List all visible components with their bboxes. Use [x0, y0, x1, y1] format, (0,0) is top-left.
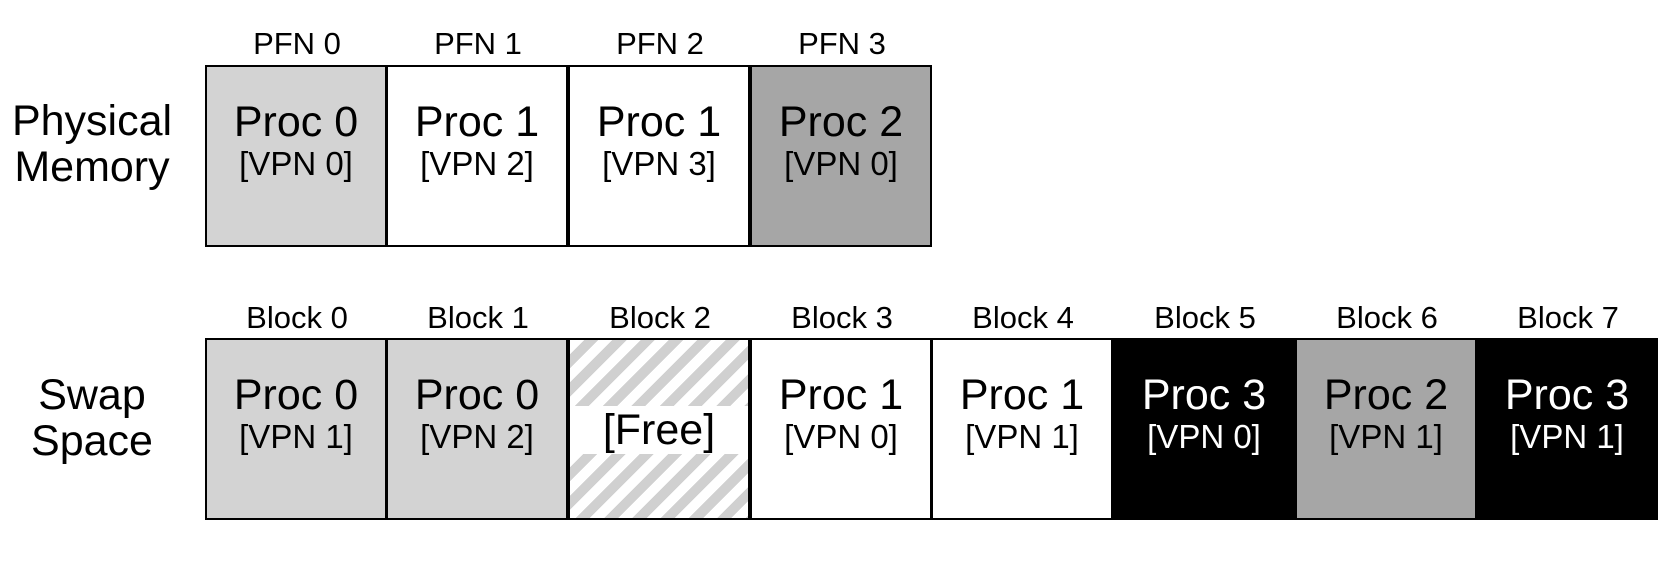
- swap-block: Proc 1 [VPN 1]: [931, 338, 1113, 520]
- block-header: Block 3: [791, 300, 893, 335]
- swap-space-label: Swap Space: [2, 372, 182, 464]
- frame-proc: Proc 2: [778, 98, 904, 146]
- block-vpn: [VPN 0]: [784, 418, 898, 455]
- swap-block: Proc 2 [VPN 1]: [1295, 338, 1477, 520]
- pfn-header: PFN 2: [616, 26, 704, 61]
- block-header: Block 7: [1517, 300, 1619, 335]
- physical-frame: Proc 0 [VPN 0]: [205, 65, 387, 247]
- frame-vpn: [VPN 0]: [239, 145, 353, 182]
- frame-vpn: [VPN 3]: [602, 145, 716, 182]
- frame-proc: Proc 1: [596, 98, 722, 146]
- block-proc: Proc 1: [959, 371, 1085, 419]
- block-vpn: [VPN 1]: [239, 418, 353, 455]
- swap-block-free: [Free]: [568, 338, 750, 520]
- physical-memory-label-line2: Memory: [14, 143, 170, 191]
- block-proc: Proc 2: [1323, 371, 1449, 419]
- block-vpn: [VPN 1]: [1510, 418, 1624, 455]
- block-proc: Proc 0: [414, 371, 540, 419]
- swap-space-label-line1: Swap: [38, 371, 146, 419]
- block-header: Block 2: [609, 300, 711, 335]
- swap-block: Proc 0 [VPN 2]: [386, 338, 568, 520]
- frame-vpn: [VPN 0]: [784, 145, 898, 182]
- block-vpn: [VPN 2]: [420, 418, 534, 455]
- frame-vpn: [VPN 2]: [420, 145, 534, 182]
- physical-frame: Proc 2 [VPN 0]: [750, 65, 932, 247]
- block-vpn: [VPN 1]: [965, 418, 1079, 455]
- physical-frame: Proc 1 [VPN 3]: [568, 65, 750, 247]
- swap-block: Proc 1 [VPN 0]: [750, 338, 932, 520]
- swap-block: Proc 3 [VPN 1]: [1476, 338, 1658, 520]
- block-proc: Proc 3: [1504, 371, 1630, 419]
- block-vpn: [VPN 0]: [1147, 418, 1261, 455]
- swap-block: Proc 0 [VPN 1]: [205, 338, 387, 520]
- block-header: Block 1: [427, 300, 529, 335]
- block-vpn: [VPN 1]: [1329, 418, 1443, 455]
- physical-memory-label: Physical Memory: [2, 98, 182, 190]
- block-header: Block 0: [246, 300, 348, 335]
- physical-memory-label-line1: Physical: [11, 97, 173, 145]
- pfn-header: PFN 1: [434, 26, 522, 61]
- swap-block: Proc 3 [VPN 0]: [1113, 338, 1295, 520]
- pfn-header: PFN 3: [798, 26, 886, 61]
- block-header: Block 5: [1154, 300, 1256, 335]
- swap-space-label-line2: Space: [31, 417, 153, 465]
- physical-frame: Proc 1 [VPN 2]: [386, 65, 568, 247]
- frame-proc: Proc 0: [233, 98, 359, 146]
- frame-proc: Proc 1: [414, 98, 540, 146]
- block-free-label: [Free]: [570, 406, 748, 454]
- block-proc: Proc 1: [778, 371, 904, 419]
- block-proc: Proc 3: [1141, 371, 1267, 419]
- pfn-header: PFN 0: [253, 26, 341, 61]
- block-header: Block 4: [972, 300, 1074, 335]
- block-proc: Proc 0: [233, 371, 359, 419]
- block-header: Block 6: [1336, 300, 1438, 335]
